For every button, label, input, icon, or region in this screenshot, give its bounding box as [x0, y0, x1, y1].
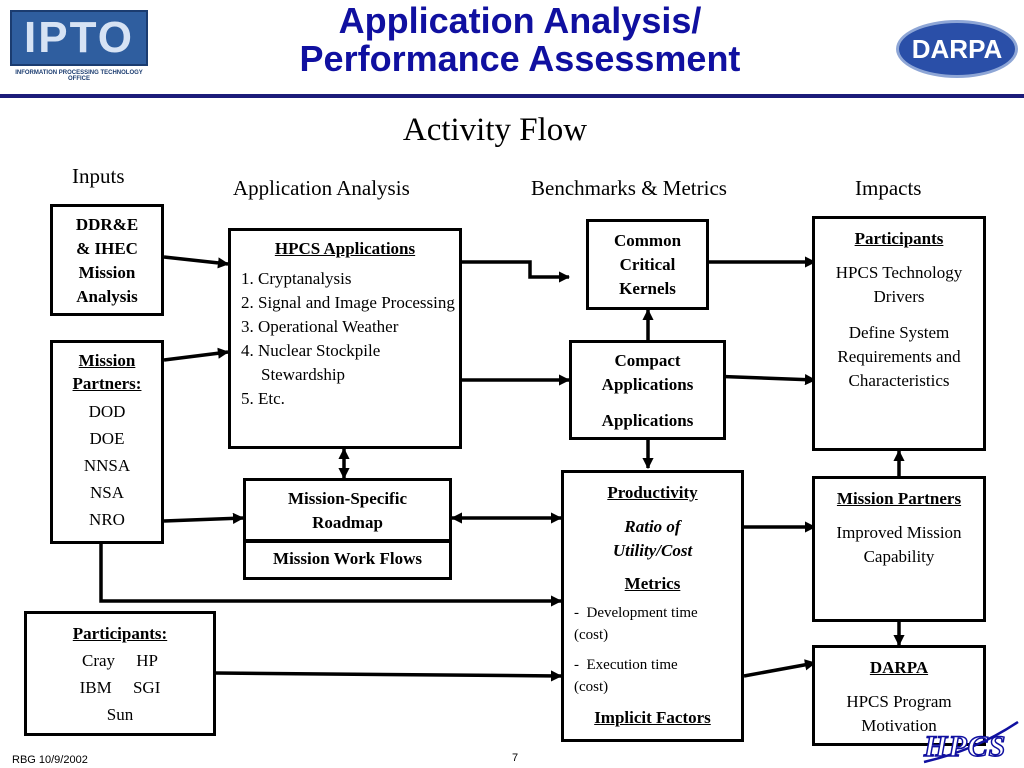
application-item: 1. Cryptanalysis: [241, 269, 352, 288]
hpcs-applications-heading: HPCS Applications: [274, 239, 416, 258]
application-item: 3. Operational Weather: [241, 317, 399, 336]
ddr-line-4: Analysis: [76, 287, 138, 306]
hpcs-logo-text: HPCS: [923, 729, 1007, 764]
ddr-box: DDR&E & IHEC Mission Analysis: [50, 204, 164, 316]
partner-item: NRO: [89, 510, 125, 529]
footer-author-date: RBG 10/9/2002: [12, 754, 88, 766]
participants-row-1: Cray HP: [81, 651, 159, 670]
darpa-impact-box: DARPA HPCS Program Motivation: [812, 645, 986, 746]
participants-impact-line-1: HPCS Technology: [835, 263, 963, 282]
kernels-line-1: Common: [613, 231, 682, 250]
title-line-1: Application Analysis/: [338, 0, 702, 41]
kernels-line-3: Kernels: [619, 279, 676, 298]
metrics-heading: Metrics: [624, 574, 681, 593]
page-number: 7: [512, 752, 519, 764]
roadmap-line-2: Roadmap: [312, 513, 383, 532]
ipto-logo: IPTO INFORMATION PROCESSING TECHNOLOGY O…: [10, 10, 148, 82]
hpcs-applications-list: 1. Cryptanalysis 2. Signal and Image Pro…: [231, 267, 459, 411]
mission-partners-impact-line-1: Improved Mission: [836, 523, 962, 542]
arrow-ddr-to-apps: [163, 255, 230, 269]
title-line-2: Performance Assessment: [299, 38, 741, 79]
arrow-participants-to-productivity: [214, 670, 563, 682]
participants-impact-line-4: Requirements and: [837, 347, 961, 366]
ipto-logo-mark: IPTO: [10, 10, 148, 66]
partner-item: DOE: [89, 429, 125, 448]
ddr-line-1: DDR&E: [75, 215, 139, 234]
arrow-partners-to-roadmap: [163, 512, 245, 524]
mission-partners-impact-heading: Mission Partners: [836, 489, 962, 508]
mission-specific-roadmap-box: Mission-Specific Roadmap: [243, 478, 452, 542]
arrow-partners-to-apps: [163, 347, 230, 362]
participants-input-heading: Participants:: [72, 624, 168, 643]
mission-partners-impact-line-2: Capability: [863, 547, 935, 566]
ddr-line-3: Mission: [78, 263, 136, 282]
arrow-apps-to-kernels: [462, 260, 571, 283]
arrow-productivity-to-darpa: [743, 659, 817, 678]
participants-impact-line-3: Define System: [848, 323, 950, 342]
execution-time-line-2: (cost): [574, 679, 609, 695]
participants-input-box: Participants: Cray HP IBM SGI Sun: [24, 611, 216, 736]
execution-time-line-1: - Execution time: [574, 657, 678, 673]
compact-applications-box: Compact Applications Applications: [569, 340, 726, 440]
column-header-analysis: Application Analysis: [233, 176, 410, 200]
participants-impact-line-2: Drivers: [873, 287, 925, 306]
hpcs-swoosh-icon: [923, 720, 1019, 764]
compact-line-3: Applications: [601, 411, 694, 430]
common-critical-kernels-box: Common Critical Kernels: [586, 219, 709, 310]
participants-row-3: Sun: [106, 705, 134, 724]
ratio-line-2: Utility/Cost: [612, 541, 693, 560]
productivity-box: Productivity Ratio of Utility/Cost Metri…: [561, 470, 744, 742]
column-header-benchmarks: Benchmarks & Metrics: [531, 176, 727, 200]
participants-impact-line-5: Characteristics: [848, 371, 950, 390]
page-subtitle: Activity Flow: [402, 112, 588, 148]
application-item: 4. Nuclear Stockpile Stewardship: [241, 341, 381, 384]
participants-impact-box: Participants HPCS Technology Drivers Def…: [812, 216, 986, 451]
darpa-impact-line-1: HPCS Program: [846, 692, 952, 711]
participants-impact-heading: Participants: [854, 229, 944, 248]
mission-partners-heading-2: Partners:: [72, 374, 142, 393]
development-time-line-2: (cost): [574, 627, 609, 643]
darpa-impact-heading: DARPA: [869, 658, 929, 677]
page-title: Application Analysis/ Performance Assess…: [200, 2, 840, 78]
header-divider: [0, 94, 1024, 98]
productivity-heading: Productivity: [607, 483, 698, 502]
mission-work-flows-box: Mission Work Flows: [243, 540, 452, 580]
arrow-compact-to-participants: [708, 374, 817, 386]
work-flows-label: Mission Work Flows: [273, 549, 422, 568]
compact-line-2: Applications: [601, 375, 694, 394]
mission-partners-heading-1: Mission: [78, 351, 136, 370]
darpa-logo: DARPA: [896, 20, 1018, 78]
hpcs-logo: HPCS: [918, 718, 1022, 766]
roadmap-line-1: Mission-Specific: [288, 489, 407, 508]
column-header-impacts: Impacts: [855, 176, 922, 200]
ddr-line-2: & IHEC: [76, 239, 138, 258]
kernels-line-2: Critical: [619, 255, 676, 274]
partner-item: DOD: [88, 402, 126, 421]
application-item: 2. Signal and Image Processing: [241, 293, 455, 312]
column-header-inputs: Inputs: [72, 164, 125, 188]
ipto-logo-caption: INFORMATION PROCESSING TECHNOLOGY OFFICE: [15, 70, 143, 82]
application-item: 5. Etc.: [241, 389, 285, 408]
participants-row-2: IBM SGI: [79, 678, 161, 697]
arrow-partners-to-productivity: [99, 542, 563, 607]
ratio-line-1: Ratio of: [624, 517, 681, 536]
partner-item: NNSA: [83, 456, 131, 475]
compact-line-1: Compact: [614, 351, 681, 370]
hpcs-applications-box: HPCS Applications 1. Cryptanalysis 2. Si…: [228, 228, 462, 449]
partner-item: NSA: [89, 483, 124, 502]
darpa-logo-text: DARPA: [911, 34, 1003, 64]
mission-partners-input-box: Mission Partners: DOD DOE NNSA NSA NRO: [50, 340, 164, 544]
development-time-line-1: - Development time: [574, 605, 698, 621]
implicit-factors-label: Implicit Factors: [594, 708, 711, 727]
darpa-impact-line-2: Motivation: [861, 716, 937, 735]
mission-partners-impact-box: Mission Partners Improved Mission Capabi…: [812, 476, 986, 622]
